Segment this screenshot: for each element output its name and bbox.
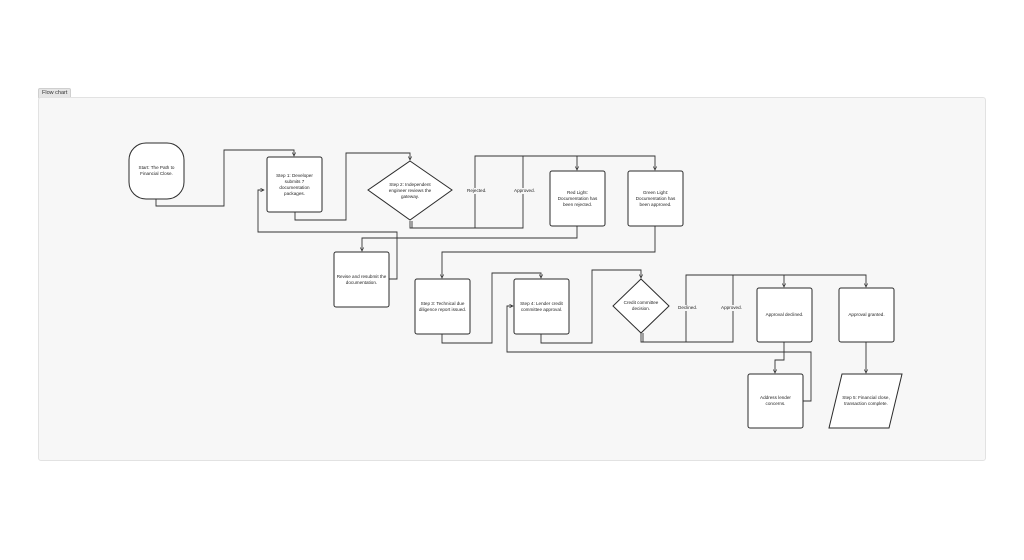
edge-declined-address	[775, 342, 785, 373]
approval-declined-node-shape	[756, 287, 813, 343]
step1-node: Step 1: Developer submits 7 documentatio…	[276, 172, 313, 196]
address-concerns-node-shape	[747, 373, 804, 429]
step3-node-shape	[414, 278, 471, 335]
edge-step4-decision	[540, 269, 641, 344]
edge-green-step3	[442, 226, 656, 278]
edge-label-approved-1: Approved.	[513, 188, 536, 194]
connectors	[155, 149, 866, 402]
green-light-node-shape	[627, 170, 684, 227]
edge-red-revise	[362, 226, 578, 251]
red-light-node-shape	[549, 170, 606, 227]
node-shapes	[128, 142, 903, 429]
approval-declined-node: Approval declined.	[765, 312, 804, 317]
step2-node-shape	[367, 160, 453, 221]
step4-node: Step 4: Lender credit committee approval…	[520, 300, 563, 312]
revise-node: Revise and resubmit the documentation.	[336, 273, 387, 285]
step1-node-shape	[266, 156, 323, 213]
step5-node: Step 5: Financial close, transaction com…	[842, 395, 890, 406]
edge-step1-step2	[294, 152, 410, 221]
step3-node: Step 3: Technical due diligence report i…	[418, 300, 467, 312]
credit-decision-node-shape	[612, 278, 670, 334]
edge-revise-step1	[257, 190, 398, 280]
red-light-node: Red Light: Documentation has been reject…	[557, 189, 598, 207]
approval-granted-node: Approval granted.	[848, 312, 885, 317]
start-node: Start: The Path to Financial Close.	[138, 165, 175, 176]
approval-granted-node-shape	[838, 287, 895, 343]
revise-node-shape	[333, 251, 390, 308]
edge-step3-step4	[441, 272, 541, 344]
start-node-shape	[128, 142, 185, 200]
edge-label-approved-2: Approved.	[720, 305, 743, 311]
edge-label-declined: Declined.	[677, 305, 699, 311]
edge-label-rejected: Rejected.	[466, 188, 488, 194]
step5-node-shape	[828, 373, 903, 429]
step2-node: Step 2: Independent engineer reviews the…	[388, 181, 432, 199]
edge-address-step4	[506, 306, 812, 402]
step4-node-shape	[513, 278, 570, 335]
edge-start-step1	[155, 149, 294, 207]
diagram-canvas	[38, 97, 986, 461]
green-light-node: Green Light: Documentation has been appr…	[635, 189, 676, 207]
credit-decision-node: Credit committee decision.	[623, 300, 659, 311]
address-concerns-node: Address lender concerns.	[760, 395, 791, 406]
